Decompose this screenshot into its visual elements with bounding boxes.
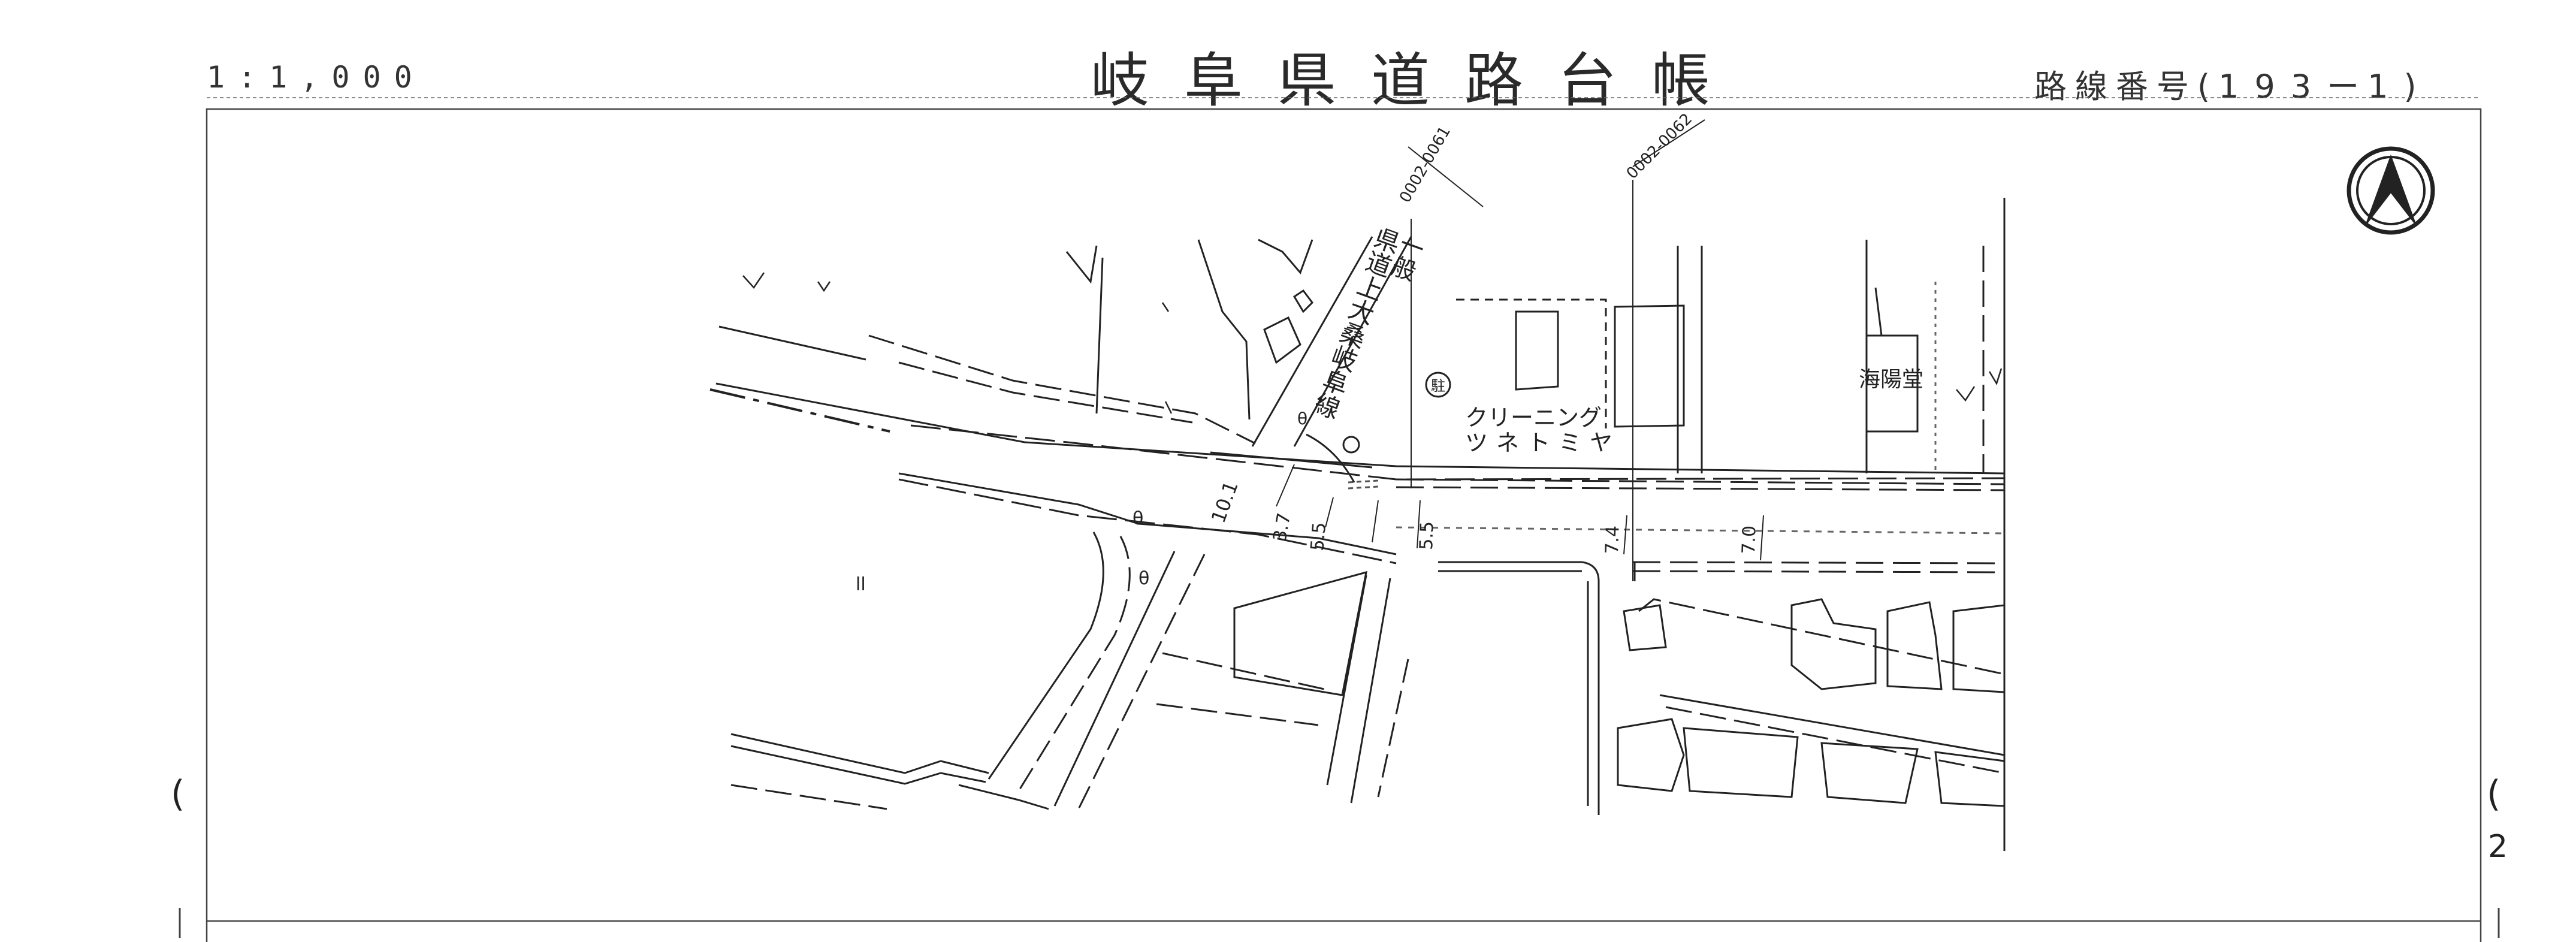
small-mark-3: θ	[1138, 568, 1149, 589]
sheet-mark-right-mid: 2	[2488, 829, 2508, 865]
small-mark-1: ll	[856, 574, 866, 595]
route-number-label: 路線番号(193ー1)	[2034, 60, 2425, 107]
map-frame	[206, 108, 2482, 942]
sheet-mark-right-top: (	[2487, 773, 2500, 815]
main-road	[709, 382, 2005, 815]
building-label-cleaning: クリーニング	[1465, 404, 1602, 431]
route-dash: ー	[2327, 68, 2368, 105]
svg-text:駐: 駐	[1431, 378, 1445, 394]
parking-symbol: 駐	[1425, 372, 1451, 398]
width-label-2: 3.7	[1269, 511, 1295, 543]
prefectural-road-branch	[1210, 236, 1412, 483]
sheet-mark-left: (	[171, 773, 185, 815]
small-mark-4: θ	[1297, 409, 1307, 428]
width-label-4: 5.5	[1416, 521, 1438, 550]
terrain-symbols	[742, 272, 2003, 414]
station-lines	[1408, 119, 1705, 581]
width-label-6: 7.0	[1738, 525, 1760, 554]
route-close: )	[2403, 68, 2425, 105]
southwest-road	[730, 532, 1206, 816]
route-section: 1	[2367, 68, 2404, 105]
station-label-0062: 0002-0062	[1623, 110, 1696, 183]
building-label-kaiyodo: 海陽堂	[1859, 367, 1923, 392]
route-number: 193	[2218, 68, 2327, 105]
route-open: (	[2197, 68, 2219, 105]
width-label-5: 7.4	[1602, 525, 1624, 554]
building-label-tsunetomiya: ツネトミヤ	[1465, 430, 1621, 456]
map-scale: 1:1,000	[207, 60, 425, 95]
west-road	[718, 239, 1256, 445]
road-name-label: 県道上大桑岐阜線	[1307, 223, 1404, 422]
route-prefix: 路線番号	[2034, 68, 2197, 105]
north-arrow-icon	[2347, 146, 2435, 235]
north-buildings	[1258, 198, 2006, 851]
station-label-0061: 0002-0061	[1396, 123, 1454, 206]
width-dimensions	[1276, 464, 1764, 561]
page-title: 岐阜県道路台帳	[1091, 47, 1745, 115]
width-label-1: 10.1	[1207, 478, 1243, 526]
width-label-3: 5.5	[1307, 521, 1330, 552]
small-mark-2: θ	[1133, 508, 1143, 529]
south-buildings	[1156, 570, 2006, 807]
kawaguchi-mark	[1342, 436, 1360, 454]
